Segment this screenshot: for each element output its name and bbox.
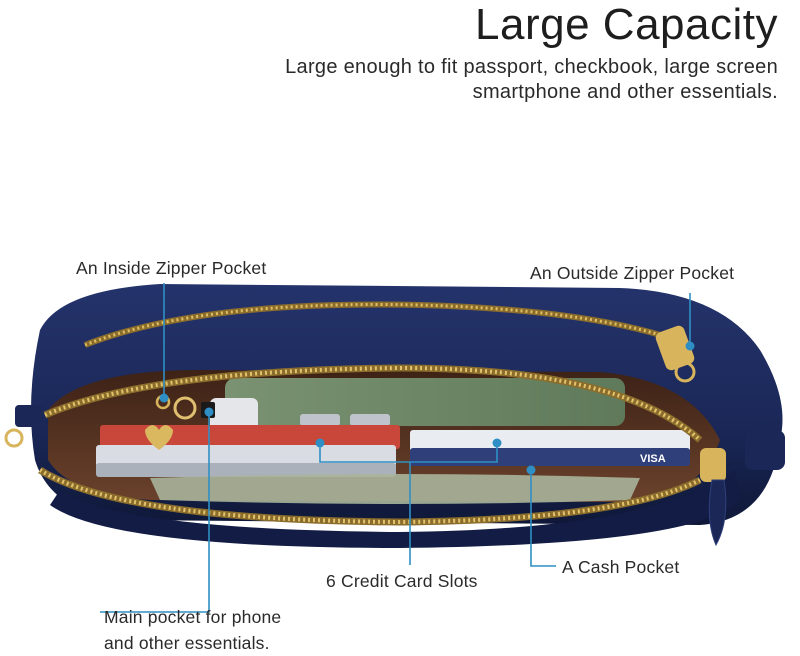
page-title: Large Capacity bbox=[475, 0, 778, 49]
label-main-pocket: Main pocket for phone and other essentia… bbox=[104, 604, 281, 656]
label-main-pocket-line-2: and other essentials. bbox=[104, 633, 270, 653]
callout-line-cash bbox=[530, 470, 556, 567]
subtitle-line-1: Large enough to fit passport, checkbook,… bbox=[285, 56, 778, 78]
label-main-pocket-line-1: Main pocket for phone bbox=[104, 607, 282, 627]
visa-text: VISA bbox=[640, 453, 666, 465]
callout-dots bbox=[159, 341, 695, 475]
side-ring-left bbox=[4, 428, 24, 448]
main-zipper-puller bbox=[700, 448, 727, 547]
callout-lines bbox=[100, 283, 691, 613]
label-inside-zipper-pocket: An Inside Zipper Pocket bbox=[76, 258, 267, 278]
credit-cards-right: VISA bbox=[410, 430, 690, 466]
inner-zipper-upper bbox=[43, 364, 703, 443]
credit-cards-left bbox=[96, 425, 400, 477]
cash-notes bbox=[150, 474, 640, 504]
callout-line-main bbox=[100, 412, 210, 613]
page-subtitle: Large enough to fit passport, checkbook,… bbox=[158, 55, 778, 105]
phone-in-case bbox=[210, 378, 625, 432]
callout-line-cards bbox=[319, 443, 498, 565]
label-credit-card-slots: 6 Credit Card Slots bbox=[326, 571, 478, 591]
label-outside-zipper-pocket: An Outside Zipper Pocket bbox=[530, 263, 735, 283]
subtitle-line-2: smartphone and other essentials. bbox=[472, 81, 778, 103]
outside-zipper-puller bbox=[655, 325, 696, 383]
label-cash-pocket: A Cash Pocket bbox=[562, 557, 680, 577]
